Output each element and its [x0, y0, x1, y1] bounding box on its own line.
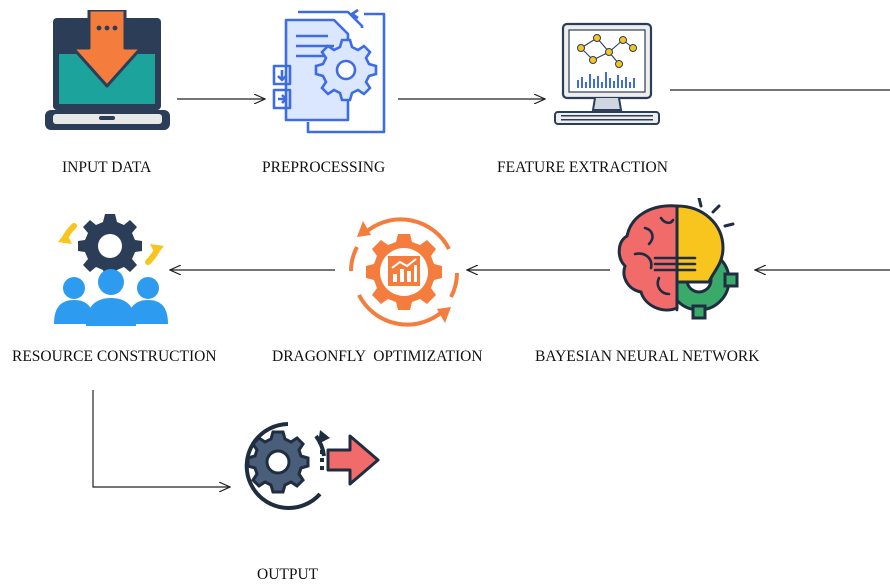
node-label-output: OUTPUT: [257, 566, 319, 583]
node-label-feature-extraction: FEATURE EXTRACTION: [497, 159, 668, 176]
node-label-input-data: INPUT DATA: [62, 159, 152, 176]
brain-bulb-icon: [617, 198, 739, 320]
team-gear-icon: [54, 214, 168, 326]
node-label-dragonfly-optimization: DRAGONFLY OPTIMIZATION: [272, 348, 483, 365]
node-label-resource-construction: RESOURCE CONSTRUCTION: [12, 348, 217, 365]
edge-resource-to-output: [92, 390, 230, 487]
node-label-preprocessing: PREPROCESSING: [262, 159, 386, 176]
gear-chart-cycle-icon: [349, 217, 459, 327]
laptop-download-icon: [45, 10, 170, 130]
gear-output-arrow-icon: [244, 422, 380, 510]
document-gear-icon: [272, 8, 386, 134]
monitor-network-icon: [554, 22, 660, 125]
node-label-bayesian-neural-network: BAYESIAN NEURAL NETWORK: [535, 348, 760, 365]
